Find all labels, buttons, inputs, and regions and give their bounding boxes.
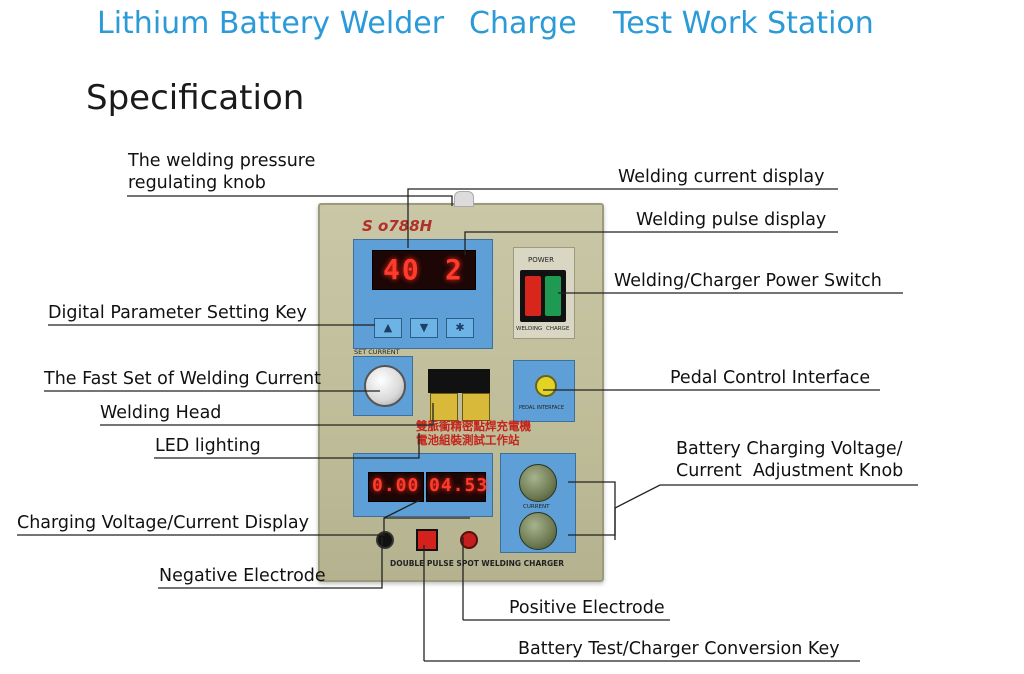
welding-display-panel: 40 2 ▲ ▼ ✱ (353, 239, 493, 349)
device-brand: S o788H (362, 217, 433, 235)
welder-device: S o788H 40 2 ▲ ▼ ✱ SET CURRENT POWER WEL… (318, 191, 604, 582)
welding-current-readout: 40 (383, 253, 421, 286)
title-part-3: Test Work Station (613, 6, 874, 41)
label-pressure-knob: The welding pressure regulating knob (128, 150, 315, 194)
line-knob-bracket (568, 481, 616, 536)
welding-pulse-readout: 2 (445, 253, 464, 286)
label-charging-display: Charging Voltage/Current Display (17, 513, 309, 533)
pressure-regulating-knob (454, 191, 474, 207)
welding-head-top (428, 369, 490, 393)
line-negative (158, 537, 383, 589)
label-charging-knob-text: Battery Charging Voltage/ Current Adjust… (676, 439, 904, 481)
label-pressure-knob-text: The welding pressure regulating knob (128, 151, 316, 193)
current-knob-label: CURRENT (523, 504, 550, 510)
conversion-key[interactable] (416, 529, 438, 551)
charging-current-readout: 04.53 (429, 475, 489, 496)
pedal-panel: PEDAL INTERFACE (513, 360, 575, 422)
charging-voltage-display: 0.00 (368, 472, 424, 502)
label-conversion-key: Battery Test/Charger Conversion Key (518, 639, 840, 659)
line-led (154, 433, 420, 459)
label-welding-current-display: Welding current display (618, 167, 825, 187)
label-led-lighting: LED lighting (155, 436, 261, 456)
charging-voltage-knob[interactable] (519, 464, 557, 502)
set-current-label: SET CURRENT (354, 348, 400, 356)
pedal-jack[interactable] (535, 375, 557, 397)
welding-led-display: 40 2 (372, 250, 476, 290)
section-title: Specification (86, 78, 305, 118)
label-power-switch: Welding/Charger Power Switch (614, 271, 882, 291)
chinese-label-line1: 雙脈衝精密點焊充電機 (416, 419, 531, 433)
welding-clamp-right[interactable] (462, 393, 490, 421)
chinese-label: 雙脈衝精密點焊充電機 電池組裝測試工作站 (416, 419, 531, 447)
power-panel: POWER WELDING CHARGE (513, 247, 575, 339)
charging-display-panel: 0.00 04.53 (353, 453, 493, 517)
chinese-label-line2: 電池組裝測試工作站 (416, 433, 520, 447)
fast-set-knob[interactable] (364, 365, 406, 407)
charge-switch-label: CHARGE (546, 326, 570, 332)
charging-voltage-readout: 0.00 (372, 475, 420, 496)
line-welding-head (100, 403, 434, 426)
label-welding-head: Welding Head (100, 403, 222, 423)
welding-clamp-left[interactable] (430, 393, 458, 421)
charger-power-switch[interactable] (545, 276, 561, 316)
line-charge-display-2 (383, 499, 421, 519)
label-charging-knob: Battery Charging Voltage/ Current Adjust… (676, 438, 903, 482)
title-part-2: Charge (469, 6, 577, 41)
up-key[interactable]: ▲ (374, 318, 402, 338)
line-welding-current (407, 188, 838, 248)
charging-current-display: 04.53 (426, 472, 489, 502)
line-pressure (127, 195, 453, 206)
down-key[interactable]: ▼ (410, 318, 438, 338)
label-fast-set: The Fast Set of Welding Current (44, 369, 321, 389)
label-setting-key: Digital Parameter Setting Key (48, 303, 307, 323)
power-switch-frame (520, 270, 566, 322)
line-charge-display (17, 517, 470, 536)
label-pedal: Pedal Control Interface (670, 368, 871, 388)
line-welding-pulse (464, 231, 838, 255)
welding-switch-label: WELDING (516, 326, 543, 332)
label-positive: Positive Electrode (509, 598, 665, 618)
pedal-label: PEDAL INTERFACE (519, 405, 565, 411)
label-welding-pulse-display: Welding pulse display (636, 210, 827, 230)
set-key[interactable]: ✱ (446, 318, 474, 338)
charging-knob-panel: CURRENT (500, 453, 576, 553)
charging-current-knob[interactable] (519, 512, 557, 550)
positive-electrode[interactable] (460, 531, 478, 549)
welding-head (428, 369, 490, 427)
line-charge-knob (614, 484, 918, 540)
welding-power-switch[interactable] (525, 276, 541, 316)
label-negative: Negative Electrode (159, 566, 326, 586)
device-bottom-label: DOUBLE PULSE SPOT WELDING CHARGER (390, 559, 565, 568)
power-label: POWER (528, 256, 554, 264)
title-part-1: Lithium Battery Welder (97, 6, 445, 41)
fast-set-panel (353, 356, 413, 416)
